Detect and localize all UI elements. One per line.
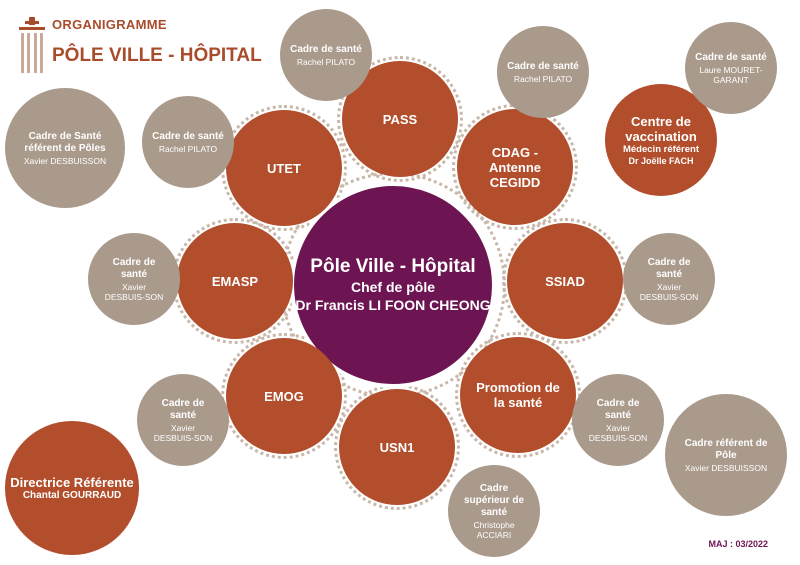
unit-emog-label: EMOG xyxy=(264,388,304,404)
pass-dotted-ring xyxy=(337,56,463,182)
organization-logo xyxy=(17,15,47,75)
staff-promotion-title: Cadre de santé xyxy=(596,397,640,421)
staff-emog: Cadre de santé Xavier DESBUIS-SON xyxy=(137,374,229,466)
center-role: Chef de pôle xyxy=(350,279,435,295)
staff-ssiad-name: Xavier DESBUIS-SON xyxy=(639,281,699,302)
staff-emog-name: Xavier DESBUIS-SON xyxy=(153,422,213,443)
staff-emasp: Cadre de santé Xavier DESBUIS-SON xyxy=(88,233,180,325)
staff-pass: Cadre de santé Rachel PILATO xyxy=(280,9,372,101)
unit-emasp: EMASP xyxy=(177,223,293,339)
unit-usn1: USN1 xyxy=(339,389,455,505)
director-circle: Directrice Référente Chantal GOURRAUD xyxy=(5,421,139,555)
staff-usn1-name: Christophe ACCIARI xyxy=(473,519,515,540)
staff-cdag: Cadre de santé Rachel PILATO xyxy=(497,26,589,118)
unit-utet: UTET xyxy=(226,110,342,226)
unit-cdag: CDAG - Antenne CEGIDD xyxy=(457,109,573,225)
staff-referent-pole-title: Cadre référent de Pôle xyxy=(684,437,768,461)
staff-referent-poles-title: Cadre de Santé référent de Pôles xyxy=(24,130,106,154)
unit-emasp-label: EMASP xyxy=(211,273,259,289)
staff-pass-title: Cadre de santé xyxy=(290,43,362,55)
staff-usn1: Cadre supérieur de santé Christophe ACCI… xyxy=(448,465,540,557)
staff-vaccination: Cadre de santé Laure MOURET-GARANT xyxy=(685,22,777,114)
unit-promotion-label: Promotion de la santé xyxy=(476,380,560,410)
staff-referent-pole-name: Xavier DESBUISSON xyxy=(684,462,768,473)
staff-emasp-title: Cadre de santé xyxy=(112,256,156,280)
staff-vaccination-title: Cadre de santé xyxy=(695,51,767,63)
staff-promotion: Cadre de santé Xavier DESBUIS-SON xyxy=(572,374,664,466)
staff-referent-poles: Cadre de Santé référent de Pôles Xavier … xyxy=(5,88,125,208)
staff-referent-pole: Cadre référent de Pôle Xavier DESBUISSON xyxy=(665,394,787,516)
unit-utet-label: UTET xyxy=(267,160,301,176)
unit-ssiad-label: SSIAD xyxy=(545,273,585,289)
vaccination-name: Dr Joëlle FACH xyxy=(628,155,694,166)
staff-vaccination-name: Laure MOURET-GARANT xyxy=(699,64,763,85)
unit-emog: EMOG xyxy=(226,338,342,454)
vaccination-title: Centre de vaccination xyxy=(625,113,697,144)
staff-referent-poles-name: Xavier DESBUISSON xyxy=(23,155,107,166)
staff-emog-title: Cadre de santé xyxy=(161,397,205,421)
update-date: MAJ : 03/2022 xyxy=(708,539,768,549)
staff-utet: Cadre de santé Rachel PILATO xyxy=(142,96,234,188)
unit-promotion: Promotion de la santé xyxy=(460,337,576,453)
director-name: Chantal GOURRAUD xyxy=(22,489,122,501)
staff-cdag-title: Cadre de santé xyxy=(507,60,579,72)
staff-cdag-name: Rachel PILATO xyxy=(513,73,573,84)
unit-usn1-label: USN1 xyxy=(379,439,415,455)
center-name: Dr Francis LI FOON CHEONG xyxy=(295,297,491,313)
vaccination-subtitle: Médecin référent xyxy=(622,143,700,155)
unit-cdag-label: CDAG - Antenne CEGIDD xyxy=(489,144,541,190)
unit-pass-label: PASS xyxy=(382,111,418,127)
staff-utet-title: Cadre de santé xyxy=(152,130,224,142)
staff-emasp-name: Xavier DESBUIS-SON xyxy=(104,281,164,302)
page-title: PÔLE VILLE - HÔPITAL xyxy=(52,45,262,66)
staff-ssiad: Cadre de santé Xavier DESBUIS-SON xyxy=(623,233,715,325)
staff-pass-name: Rachel PILATO xyxy=(296,56,356,67)
director-title: Directrice Référente xyxy=(10,474,134,490)
center-title: Pôle Ville - Hôpital xyxy=(310,256,476,277)
unit-ssiad: SSIAD xyxy=(507,223,623,339)
unit-vaccination: Centre de vaccination Médecin référent D… xyxy=(605,84,717,196)
organigram-label: ORGANIGRAMME xyxy=(52,17,167,32)
staff-promotion-name: Xavier DESBUIS-SON xyxy=(588,422,648,443)
staff-usn1-title: Cadre supérieur de santé xyxy=(463,482,525,518)
staff-ssiad-title: Cadre de santé xyxy=(647,256,691,280)
staff-utet-name: Rachel PILATO xyxy=(158,143,218,154)
